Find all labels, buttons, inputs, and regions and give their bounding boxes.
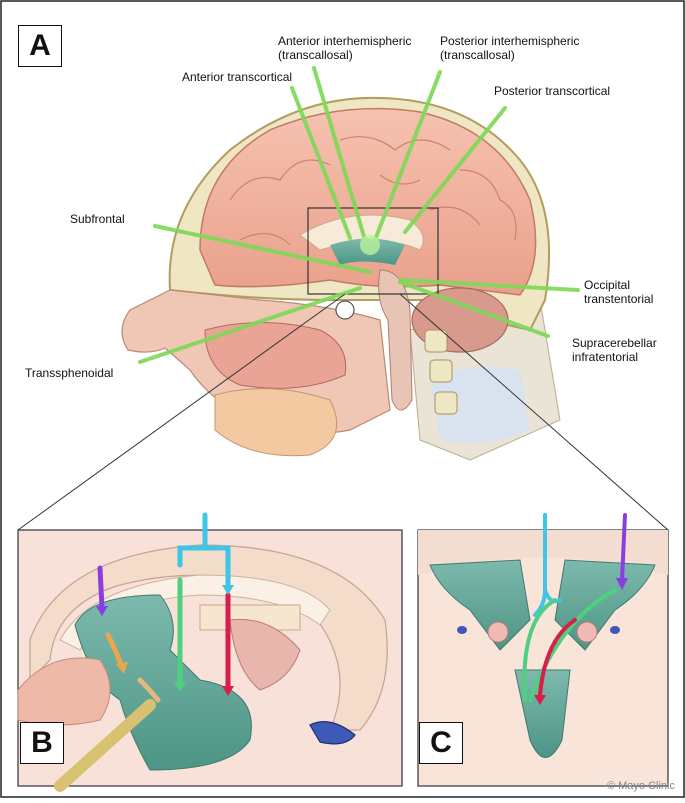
right-vessel-c — [610, 626, 620, 634]
sella-turcica — [335, 300, 355, 320]
zoom-box — [307, 207, 439, 295]
label-posterior-transcortical: Posterior transcortical — [494, 84, 611, 98]
right-nucleus-c — [576, 621, 598, 643]
surgical-approaches — [138, 66, 580, 364]
cerebrum — [199, 107, 537, 296]
label-anterior-transcortical: Anterior transcortical — [182, 70, 293, 84]
transsphenoidal-trajectory — [138, 286, 362, 364]
target-site — [360, 235, 380, 255]
label-occipital-transtentorial: Occipital transtentorial — [584, 278, 654, 306]
panel-label-a: A — [18, 25, 62, 67]
occipital-transtentorial-trajectory — [398, 278, 580, 292]
left-nucleus-c — [487, 621, 509, 643]
thalamus-b — [229, 618, 301, 691]
panel-b-illustration — [17, 512, 403, 792]
panel-label-c: C — [419, 722, 463, 764]
label-subfrontal: Subfrontal — [70, 212, 125, 226]
cervical-spine — [424, 329, 458, 415]
purple-arrow-c — [620, 513, 627, 582]
nasal-cavity — [204, 322, 347, 389]
label-transsphenoidal: Transsphenoidal — [25, 366, 114, 380]
cyan-arrow-b — [177, 512, 231, 588]
septum-b — [199, 604, 301, 631]
supracerebellar-infratentorial-trajectory — [398, 280, 550, 338]
instrument-b — [54, 699, 156, 792]
arrows-c — [522, 513, 627, 702]
panel-label-b: B — [20, 722, 64, 764]
zoom-lines — [17, 293, 669, 531]
tongue — [214, 388, 338, 457]
purple-arrowhead-c — [616, 578, 628, 590]
gyri — [229, 136, 517, 246]
green-arrow-c-2 — [528, 588, 617, 702]
posterior-transcortical-trajectory — [403, 106, 507, 234]
blue-structure-b — [309, 721, 356, 745]
green-arrow-c-1 — [522, 598, 557, 702]
posterior-interhemispheric-trajectory — [373, 70, 442, 242]
red-arrowhead-c — [534, 695, 546, 705]
red-arrow-c — [538, 618, 577, 697]
arrowheads-b — [96, 585, 234, 696]
label-anterior-interhemispheric: Anterior interhemispheric (transcallosal… — [278, 34, 412, 62]
copyright-credit: © Mayo Clinic — [606, 780, 675, 792]
tan-arrow-b — [137, 677, 161, 703]
label-supracerebellar-infratentorial: Supracerebellar infratentorial — [572, 336, 657, 364]
anterior-transcortical-trajectory — [290, 86, 352, 240]
panel-a-illustration — [121, 66, 580, 461]
third-ventricle-c — [514, 669, 571, 758]
ventricle-b — [74, 594, 252, 771]
anterior-interhemispheric-trajectory — [312, 66, 367, 242]
left-vessel-c — [457, 626, 467, 634]
purple-arrow-b — [97, 565, 105, 611]
subfrontal-trajectory — [153, 224, 372, 274]
label-posterior-interhemispheric: Posterior interhemispheric (transcallosa… — [440, 34, 580, 62]
